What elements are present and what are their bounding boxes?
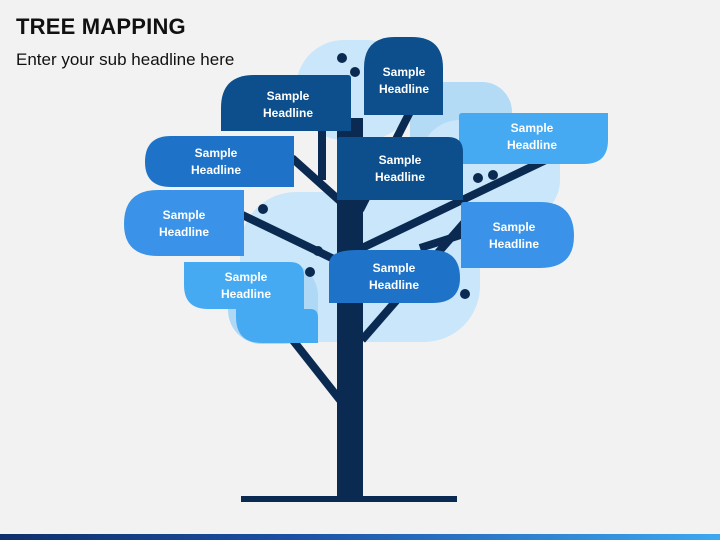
bubble-label-line1: Sample <box>225 270 268 284</box>
bubble-label-line2: Headline <box>159 225 209 239</box>
bubble-label-line2: Headline <box>221 287 271 301</box>
svg-text:Sample: Sample <box>511 121 554 135</box>
bubble-label-line2: Headline <box>379 82 429 96</box>
bubble-label-line2: Headline <box>489 237 539 251</box>
svg-text:Headline: Headline <box>375 170 425 184</box>
dot <box>473 173 483 183</box>
bubble-3[interactable]: Sample Headline <box>459 113 608 164</box>
svg-text:Sample: Sample <box>383 65 426 79</box>
bubble-4[interactable]: Sample Headline <box>145 136 294 187</box>
branch-right-upper <box>360 154 552 252</box>
svg-text:Sample: Sample <box>493 220 536 234</box>
bubble-shape <box>221 75 351 131</box>
dot <box>305 267 315 277</box>
bubble-label-line1: Sample <box>195 146 238 160</box>
bubble-label-line1: Sample <box>383 65 426 79</box>
dot <box>460 289 470 299</box>
bubble-8[interactable]: Sample Headline <box>184 262 318 343</box>
bubble-5[interactable]: Sample Headline <box>337 137 463 200</box>
bubble-shape <box>337 137 463 200</box>
page-title: TREE MAPPING <box>16 14 186 39</box>
bubble-label-line1: Sample <box>267 89 310 103</box>
bubble-tail-shape <box>236 309 318 343</box>
bubble-9[interactable]: Sample Headline <box>329 250 460 303</box>
svg-text:Headline: Headline <box>507 138 557 152</box>
svg-text:Headline: Headline <box>191 163 241 177</box>
bubble-1[interactable]: Sample Headline <box>221 75 351 131</box>
bubble-label-line1: Sample <box>163 208 206 222</box>
bubble-shape <box>461 202 574 268</box>
svg-text:Sample: Sample <box>267 89 310 103</box>
svg-text:Sample: Sample <box>195 146 238 160</box>
svg-text:Headline: Headline <box>369 278 419 292</box>
bubble-shape <box>329 250 460 303</box>
bubble-label-line1: Sample <box>373 261 416 275</box>
bubble-label-line1: Sample <box>379 153 422 167</box>
bubble-label-line1: Sample <box>511 121 554 135</box>
dot <box>313 246 323 256</box>
svg-text:Headline: Headline <box>221 287 271 301</box>
bubble-shape <box>145 136 294 187</box>
bubble-shape <box>364 37 443 115</box>
bubble-label-line2: Headline <box>375 170 425 184</box>
svg-text:Sample: Sample <box>225 270 268 284</box>
svg-text:Sample: Sample <box>373 261 416 275</box>
bottom-accent-bar <box>0 534 720 540</box>
branch-left-diagonal <box>289 155 353 213</box>
bubble-label-line2: Headline <box>191 163 241 177</box>
svg-text:Headline: Headline <box>379 82 429 96</box>
dot <box>258 204 268 214</box>
bubble-shape <box>184 262 304 309</box>
dot <box>488 170 498 180</box>
svg-text:Headline: Headline <box>159 225 209 239</box>
bubble-shape <box>459 113 608 164</box>
dot <box>337 53 347 63</box>
decorative-dots <box>258 53 498 299</box>
bubble-label-line2: Headline <box>369 278 419 292</box>
bubble-label-line2: Headline <box>507 138 557 152</box>
svg-text:Sample: Sample <box>163 208 206 222</box>
svg-text:Sample: Sample <box>379 153 422 167</box>
page-subtitle: Enter your sub headline here <box>16 50 235 69</box>
bubble-7[interactable]: Sample Headline <box>461 202 574 268</box>
bubble-label-line2: Headline <box>263 106 313 120</box>
bubble-2[interactable]: Sample Headline <box>364 37 443 115</box>
bubble-shape <box>124 190 244 256</box>
svg-text:Headline: Headline <box>489 237 539 251</box>
svg-text:Headline: Headline <box>263 106 313 120</box>
dot <box>350 67 360 77</box>
bubble-6[interactable]: Sample Headline <box>124 190 244 256</box>
bubble-label-line1: Sample <box>493 220 536 234</box>
